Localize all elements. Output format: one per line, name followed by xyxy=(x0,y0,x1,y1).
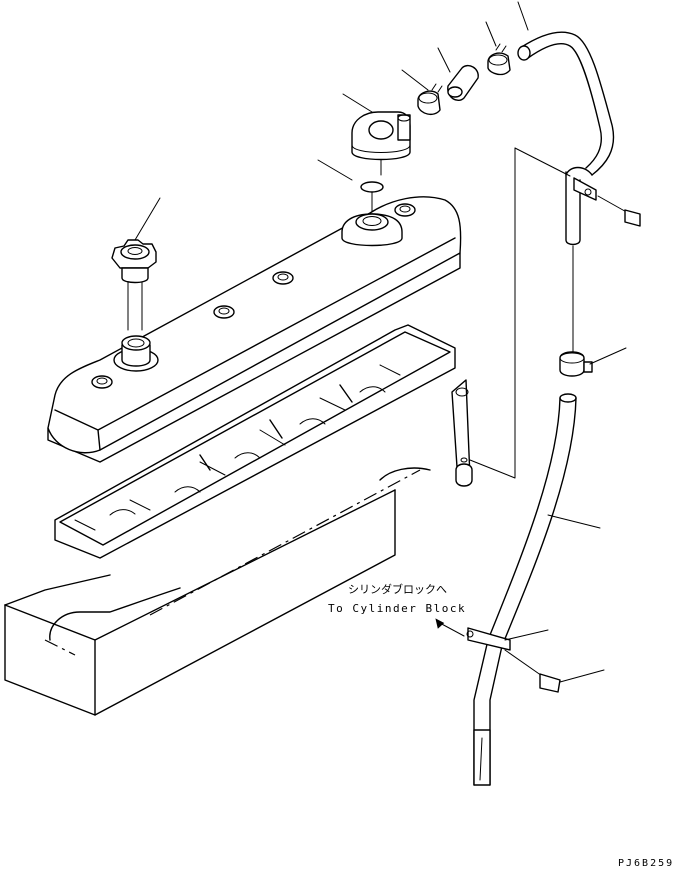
cylinder-block-arrow xyxy=(435,618,465,637)
upper-breather-pipe xyxy=(517,31,641,356)
breather-hose xyxy=(447,64,479,102)
mounting-bracket xyxy=(451,379,473,487)
to-cylinder-block-label-en: To Cylinder Block xyxy=(328,602,466,615)
pipe-clamp xyxy=(559,351,593,377)
head-cover-gasket xyxy=(54,324,456,559)
cylinder-head-cover xyxy=(47,196,462,463)
breather-elbow xyxy=(351,111,411,176)
oil-filler-cap xyxy=(111,239,157,331)
connector-lines xyxy=(469,147,571,479)
hose-clamp-1 xyxy=(417,83,443,116)
drawing-code: PJ6B259 xyxy=(618,858,674,869)
lower-breather-pipe xyxy=(466,393,577,786)
hose-clamp-2 xyxy=(487,43,511,76)
leader-lines xyxy=(134,1,627,683)
o-ring xyxy=(360,181,384,213)
cylinder-head-block xyxy=(4,467,431,716)
to-cylinder-block-label-jp: シリンダブロックへ xyxy=(348,582,447,596)
